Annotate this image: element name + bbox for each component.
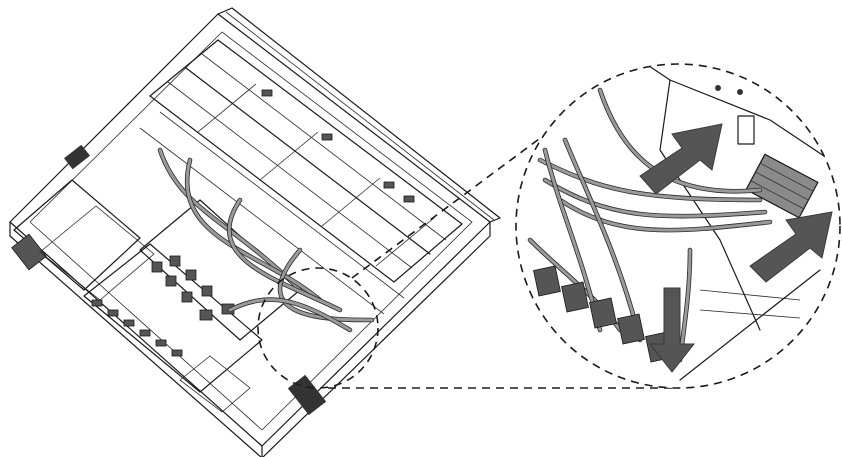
device-cables (157, 147, 375, 333)
bay-bracket (259, 131, 319, 181)
hdd-bay-rail (159, 111, 405, 299)
push-arrow-upper-icon (639, 123, 723, 195)
io-port (171, 349, 183, 357)
front-button-area (179, 355, 251, 413)
hdd-connector (745, 153, 819, 219)
hdd-bay-rail (167, 81, 413, 269)
bay-bracket (375, 217, 435, 267)
sata-cable-core (158, 148, 302, 292)
sata-port (589, 297, 617, 329)
bay-bracket (197, 83, 257, 133)
board-chip (199, 309, 213, 321)
power-cable-core (278, 248, 374, 322)
chassis-outline (9, 13, 491, 447)
hdd-bay-rail (139, 127, 385, 315)
detail-board-edge (679, 269, 821, 381)
io-port (155, 339, 167, 347)
hdd-bay-rail (185, 67, 431, 255)
chassis-front-edge (9, 221, 263, 457)
fan-grille (64, 144, 90, 170)
board-chip (151, 261, 163, 273)
detail-board-edge (699, 309, 801, 319)
push-arrow-right-icon (749, 211, 833, 283)
detail-cable-core (598, 88, 762, 193)
detail-screw (737, 89, 743, 95)
front-io-ports (91, 299, 183, 357)
power-socket (11, 233, 47, 271)
chassis-inner-wall (29, 31, 473, 431)
detail-chassis-edge (659, 79, 761, 331)
magnified-detail (516, 64, 840, 388)
detail-cable-core (563, 138, 642, 342)
io-port (139, 329, 151, 337)
detail-source-circle (257, 267, 379, 389)
detail-cable-core (543, 178, 767, 218)
detail-cable-core (558, 198, 772, 232)
psu-cover (39, 205, 155, 301)
psu-block (13, 179, 141, 291)
sata-cable-core (227, 198, 342, 312)
sata-port (561, 281, 589, 313)
bay-screw (261, 89, 273, 97)
motherboard-front (83, 243, 263, 393)
hdd-bay-rail (201, 53, 447, 241)
detail-screw (715, 85, 721, 91)
rear-panel (217, 7, 501, 223)
front-panel (11, 144, 327, 416)
bay-screw (321, 133, 333, 141)
rear-panel-line (225, 11, 495, 221)
front-vent (287, 374, 327, 416)
detail-bracket (737, 115, 755, 145)
detail-chassis-wall (639, 64, 831, 161)
nvr-chassis (9, 7, 501, 457)
sata-cable-core (185, 158, 322, 302)
board-chip (201, 285, 213, 297)
push-arrow-down-icon (648, 287, 696, 373)
callout-line-upper (351, 109, 579, 279)
bay-bracket (321, 177, 381, 227)
sata-port (617, 313, 645, 345)
sata-port (533, 265, 561, 297)
magnified-detail-circle (515, 63, 841, 389)
board-chip (165, 275, 177, 287)
io-port (107, 309, 119, 317)
power-cable-core (228, 298, 352, 332)
board-chip (181, 291, 193, 303)
bay-screw (403, 195, 415, 203)
detail-cable-core (538, 158, 762, 202)
io-port (123, 319, 135, 327)
hdd-bays (139, 39, 463, 315)
board-chip (169, 255, 181, 267)
board-chip (185, 269, 197, 281)
sata-cable (185, 157, 323, 303)
hdd-bay-rail (149, 95, 395, 283)
io-port (91, 299, 103, 307)
bay-screw (383, 181, 395, 189)
